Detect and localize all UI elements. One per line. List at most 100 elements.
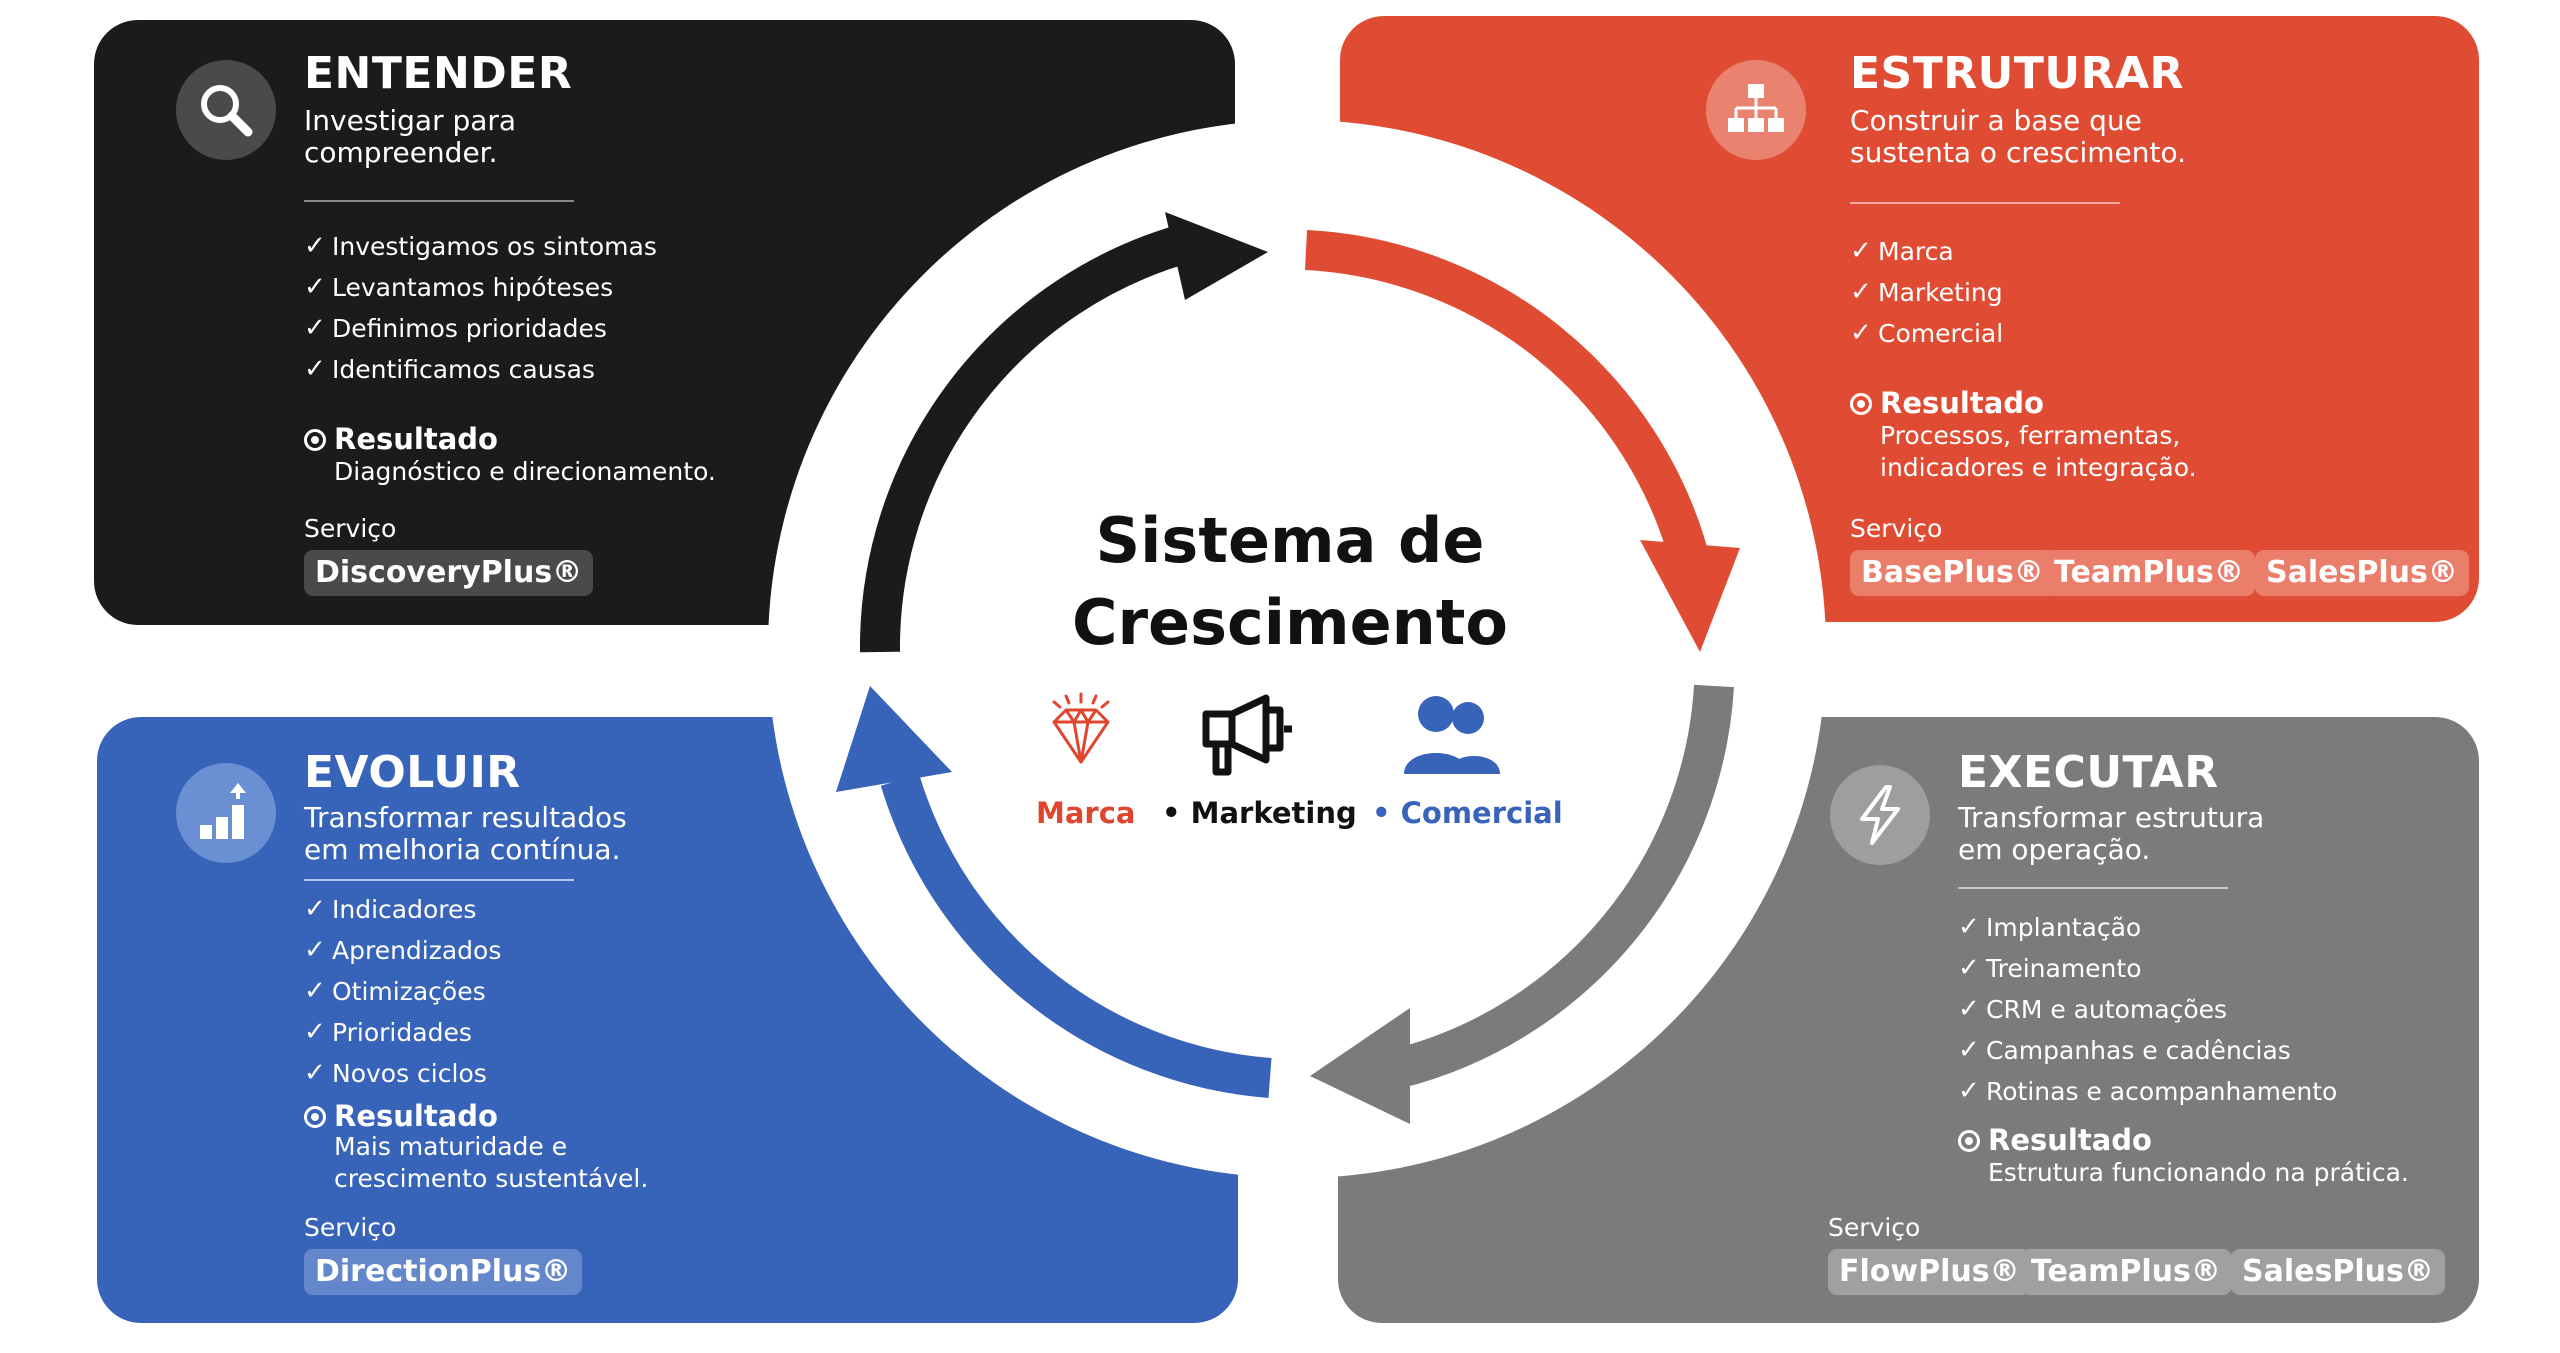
megaphone-icon [1202,694,1292,776]
growth-chart-icon [176,763,276,863]
arrowhead-gray-icon [1310,1008,1410,1124]
check-icon: ✓ [304,1017,326,1047]
arrowhead-red-icon [1640,540,1740,652]
center-hub [768,120,1826,1178]
arrowhead-black-icon [1165,212,1268,300]
check-icon: ✓ [1850,277,1872,307]
result-text: indicadores e integração. [1880,453,2197,482]
search-icon [176,60,276,160]
card-title: EVOLUIR [304,747,521,798]
result-text: Estrutura funcionando na prática. [1988,1158,2409,1187]
card-title: EXECUTAR [1958,747,2219,798]
people-icon [1404,696,1500,774]
check-icon: ✓ [304,313,326,343]
divider [304,879,574,881]
arrowhead-blue-icon [836,686,952,792]
cycle-arrow-gray [1394,684,1734,1088]
checklist-item: ✓Definimos prioridades [304,308,657,349]
card-subtitle: Investigar para [304,104,517,137]
cycle-arrow-black [859,222,1196,653]
service-pill: DirectionPlus® [304,1249,583,1295]
check-icon: ✓ [304,894,326,924]
checklist-item: ✓Levantamos hipóteses [304,267,657,308]
divider [1850,202,2120,204]
checklist-item: ✓Novos ciclos [304,1053,501,1094]
checklist-item: ✓Indicadores [304,889,501,930]
org-chart-icon [1706,60,1806,160]
legend-comercial: • Comercial [1372,796,1563,830]
cycle-arrow-red [1304,230,1710,566]
result-heading: Resultado [1850,386,2044,420]
center-title: Sistema de Crescimento [1071,504,1509,659]
result-text: Diagnóstico e direcionamento. [334,457,716,486]
result-heading: Resultado [304,422,498,456]
service-pill: SalesPlus® [2255,550,2469,596]
checklist-item: ✓CRM e automações [1958,989,2337,1030]
card-subtitle: sustenta o crescimento. [1850,136,2186,169]
checklist-item: ✓Rotinas e acompanhamento [1958,1071,2337,1112]
radio-dot-icon [1850,393,1872,415]
check-icon: ✓ [1958,1076,1980,1106]
cycle-arrow-blue [880,774,1272,1098]
card-subtitle: compreender. [304,136,498,169]
card-subtitle: em melhoria contínua. [304,833,621,866]
result-heading: Resultado [1958,1123,2152,1157]
service-label: Serviço [304,514,397,543]
lightning-icon [1830,765,1930,865]
check-icon: ✓ [1958,953,1980,983]
service-pill: TeamPlus® [2020,1249,2232,1295]
check-icon: ✓ [1958,912,1980,942]
legend-marketing: • Marketing [1162,796,1357,830]
service-pill: DiscoveryPlus® [304,550,594,596]
card-subtitle: em operação. [1958,833,2151,866]
service-label: Serviço [1828,1213,1921,1242]
radio-dot-icon [304,429,326,451]
checklist-item: ✓Treinamento [1958,948,2337,989]
divider [1958,887,2228,889]
result-text: Processos, ferramentas, [1880,421,2181,450]
result-text: crescimento sustentável. [334,1164,649,1193]
check-icon: ✓ [1958,994,1980,1024]
service-pill: SalesPlus® [2231,1249,2445,1295]
service-label: Serviço [1850,514,1943,543]
check-icon: ✓ [1958,1035,1980,1065]
checklist: ✓Investigamos os sintomas ✓Levantamos hi… [304,226,657,390]
card-subtitle: Transformar resultados [304,801,627,834]
service-pill: FlowPlus® [1828,1249,2031,1295]
radio-dot-icon [304,1106,326,1128]
check-icon: ✓ [1850,318,1872,348]
divider [304,200,574,202]
check-icon: ✓ [304,272,326,302]
checklist-item: ✓Comercial [1850,313,2003,354]
checklist-item: ✓Marketing [1850,272,2003,313]
check-icon: ✓ [304,231,326,261]
checklist-item: ✓Aprendizados [304,930,501,971]
card-subtitle: Transformar estrutura [1958,801,2265,834]
checklist: ✓Indicadores ✓Aprendizados ✓Otimizações … [304,889,501,1094]
legend-marca: Marca [1036,796,1136,830]
check-icon: ✓ [304,1058,326,1088]
check-icon: ✓ [304,976,326,1006]
card-title: ESTRUTURAR [1850,48,2184,99]
checklist-item: ✓Prioridades [304,1012,501,1053]
checklist: ✓Implantação ✓Treinamento ✓CRM e automaç… [1958,907,2337,1112]
card-subtitle: Construir a base que [1850,104,2142,137]
radio-dot-icon [1958,1130,1980,1152]
checklist-item: ✓Implantação [1958,907,2337,948]
check-icon: ✓ [304,935,326,965]
service-pill: BasePlus® [1850,550,2055,596]
service-pill: TeamPlus® [2043,550,2255,596]
card-title: ENTENDER [304,48,573,99]
checklist-item: ✓Otimizações [304,971,501,1012]
checklist: ✓Marca ✓Marketing ✓Comercial [1850,231,2003,354]
check-icon: ✓ [1850,236,1872,266]
checklist-item: ✓Investigamos os sintomas [304,226,657,267]
checklist-item: ✓Campanhas e cadências [1958,1030,2337,1071]
diamond-icon [1052,692,1110,764]
checklist-item: ✓Identificamos causas [304,349,657,390]
checklist-item: ✓Marca [1850,231,2003,272]
service-label: Serviço [304,1213,397,1242]
result-heading: Resultado [304,1099,498,1133]
check-icon: ✓ [304,354,326,384]
